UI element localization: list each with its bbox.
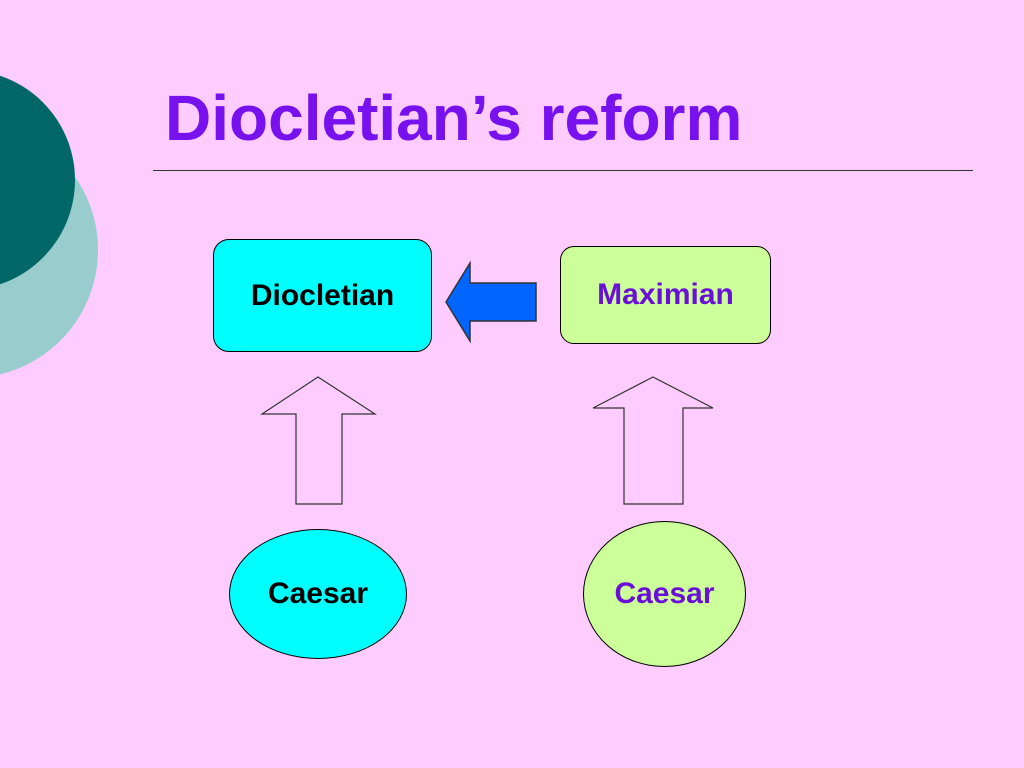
arrow-maximian-to-diocletian — [445, 260, 537, 344]
arrow-caesar-to-maximian — [592, 376, 714, 505]
slide-title: Diocletian’s reform — [165, 82, 743, 154]
arrow-caesar-to-diocletian — [260, 376, 378, 505]
node-caesar-left-label: Caesar — [267, 577, 369, 610]
node-caesar-right: Caesar — [583, 521, 746, 667]
decorative-circles — [0, 75, 98, 375]
node-diocletian-label: Diocletian — [250, 278, 395, 312]
node-diocletian: Diocletian — [213, 239, 432, 352]
node-maximian-label: Maximian — [597, 278, 734, 311]
decorative-circle-dark — [0, 75, 75, 285]
title-divider — [153, 170, 973, 171]
node-caesar-right-label: Caesar — [614, 577, 715, 610]
node-caesar-left: Caesar — [229, 529, 407, 659]
node-maximian: Maximian — [560, 246, 771, 344]
